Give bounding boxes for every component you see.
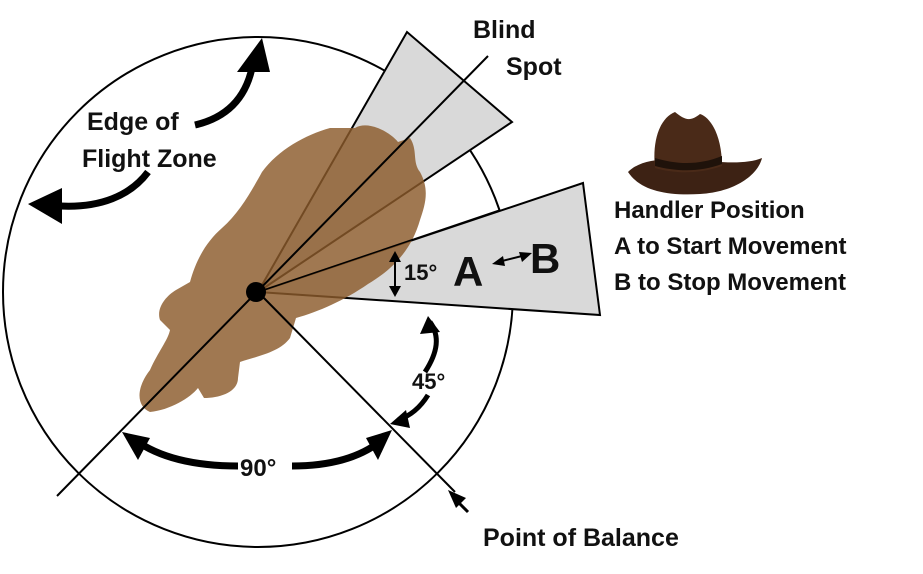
edge-arrow-up-icon	[194, 67, 256, 129]
point-of-balance-arrow-icon	[448, 490, 466, 508]
angle-15-arrow-bottom-icon	[389, 286, 401, 297]
angle-90-arc-left	[132, 437, 239, 470]
angle-90-label: 90°	[240, 455, 276, 482]
point-of-balance-label: Point of Balance	[483, 524, 679, 552]
edge-arrow-left-icon	[59, 169, 151, 210]
angle-45-arrow-up-icon	[420, 316, 440, 334]
angle-90-arc-right	[291, 437, 385, 470]
edge-arrow-up-head-icon	[237, 38, 270, 72]
blind-spot-label-line1: Blind	[473, 16, 536, 44]
point-b-label: B	[530, 235, 560, 282]
blind-spot-label-line2: Spot	[506, 53, 562, 81]
edge-arrow-left-head-icon	[28, 188, 62, 224]
angle-45-label: 45°	[412, 369, 445, 394]
a-b-arrow-left-icon	[492, 256, 505, 266]
cow-silhouette	[139, 125, 426, 412]
angle-45-arrow-down-icon	[390, 410, 410, 428]
cowboy-hat-icon	[628, 112, 762, 195]
handler-center-line	[257, 209, 501, 293]
handler-label-line1: Handler Position	[614, 197, 805, 224]
handler-label-line2: A to Start Movement	[614, 233, 846, 260]
handler-label-line3: B to Stop Movement	[614, 269, 846, 296]
angle-90-arrow-left-icon	[122, 432, 150, 460]
a-b-arrow-right-icon	[519, 252, 532, 262]
point-a-label: A	[453, 248, 483, 295]
point-of-balance-line	[257, 291, 456, 493]
edge-label-line2: Flight Zone	[82, 145, 217, 173]
edge-label-line1: Edge of	[87, 108, 179, 136]
body-axis-line	[56, 55, 489, 497]
pivot-dot	[246, 282, 266, 302]
angle-90-arrow-right-icon	[366, 430, 392, 460]
angle-15-arrow-top-icon	[389, 251, 401, 262]
angle-15-label: 15°	[404, 260, 437, 285]
